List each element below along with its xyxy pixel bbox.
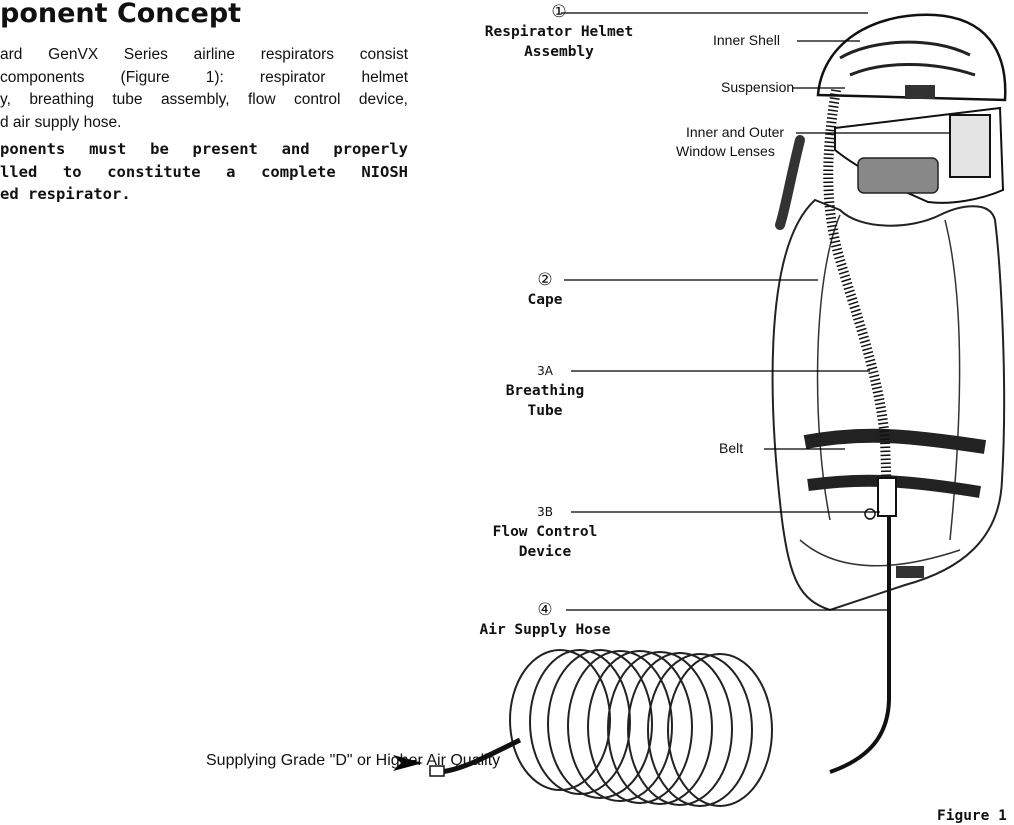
window-lens <box>950 115 990 177</box>
label-lenses-line2: Window Lenses <box>676 143 775 159</box>
callout-breathing-tube: 3A Breathing Tube <box>470 361 620 421</box>
callout-label: Cape <box>470 290 620 310</box>
visor-arm <box>780 140 800 225</box>
label-suspension: Suspension <box>721 79 794 95</box>
callout-number: ④ <box>460 600 630 620</box>
callout-flow-control: 3B Flow Control Device <box>465 502 625 562</box>
callout-cape: ② Cape <box>470 270 620 310</box>
callout-label: Air Supply Hose <box>460 620 630 640</box>
hose-coupling <box>896 566 924 578</box>
label-belt: Belt <box>719 440 743 456</box>
callout-label: Assembly <box>464 42 654 62</box>
flow-control-knob <box>865 509 875 519</box>
callout-number: ① <box>464 2 654 22</box>
callout-number: 3B <box>465 502 625 522</box>
hose-coil <box>510 650 772 806</box>
callout-air-supply-hose: ④ Air Supply Hose <box>460 600 630 640</box>
callout-label: Breathing <box>470 381 620 401</box>
callout-helmet-assembly: ① Respirator Helmet Assembly <box>464 2 654 62</box>
callout-label: Flow Control <box>465 522 625 542</box>
callout-number: 3A <box>470 361 620 381</box>
callout-label: Device <box>465 542 625 562</box>
label-inner-shell: Inner Shell <box>713 32 780 48</box>
figure-caption: Figure 1 <box>937 808 1007 824</box>
supply-note: Supplying Grade "D" or Higher Air Qualit… <box>206 752 500 770</box>
flow-control-body <box>878 478 896 516</box>
callout-label: Respirator Helmet <box>464 22 654 42</box>
neck-band <box>858 158 938 193</box>
suspension-block <box>905 85 935 99</box>
label-lenses-line1: Inner and Outer <box>686 124 784 140</box>
callout-label: Tube <box>470 401 620 421</box>
callout-number: ② <box>470 270 620 290</box>
